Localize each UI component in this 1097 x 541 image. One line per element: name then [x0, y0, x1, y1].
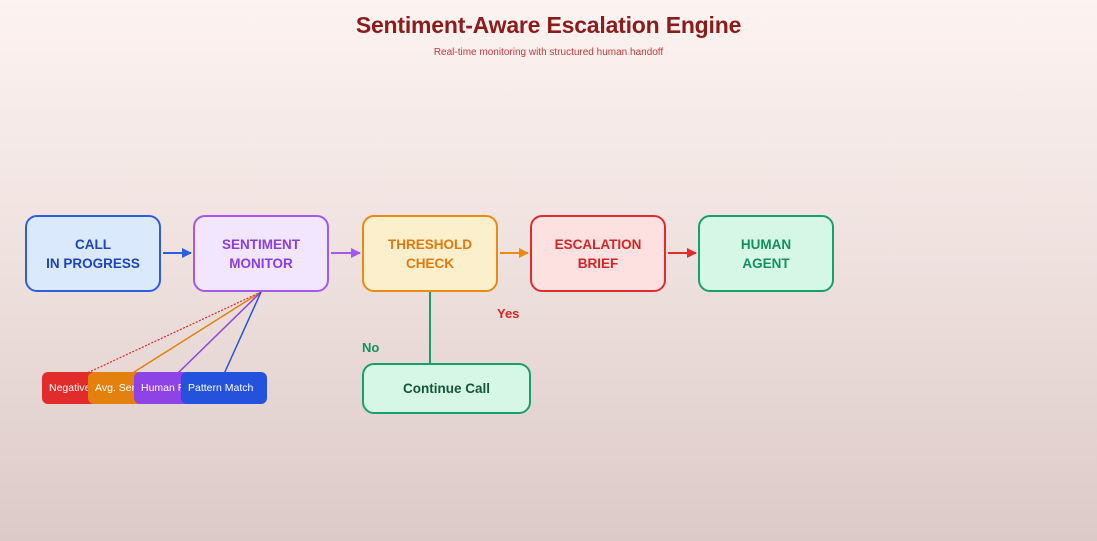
node-escalation-line2: BRIEF [577, 255, 619, 271]
node-threshold-check: THRESHOLD CHECK [362, 215, 498, 292]
page-subtitle: Real-time monitoring with structured hum… [433, 47, 664, 58]
signal-chip-avg-sentiment-label: Avg. Sen [95, 382, 138, 394]
link-monitor-to-avg-sentiment [130, 291, 262, 375]
node-call-line1: CALL [75, 236, 111, 252]
node-monitor-line2: MONITOR [229, 255, 293, 271]
node-continue-label: Continue Call [403, 381, 490, 396]
node-monitor-line1: SENTIMENT [221, 236, 300, 252]
node-call-in-progress: CALL IN PROGRESS [25, 215, 161, 292]
link-monitor-to-pattern-match [223, 291, 262, 375]
link-monitor-to-negative [84, 291, 262, 375]
node-human-line1: HUMAN [740, 236, 792, 252]
page-title: Sentiment-Aware Escalation Engine [355, 12, 742, 38]
signal-chip-pattern-match-label: Pattern Match [188, 382, 254, 394]
node-escalation-line1: ESCALATION [554, 236, 642, 252]
node-human-line2: AGENT [742, 255, 790, 271]
node-sentiment-monitor: SENTIMENT MONITOR [193, 215, 329, 292]
node-human-agent: HUMAN AGENT [698, 215, 834, 292]
signal-chip-human-request-label: Human R [141, 382, 186, 394]
signal-chip-negative-label: Negative [49, 382, 91, 394]
node-call-line2: IN PROGRESS [46, 255, 140, 271]
node-threshold-line2: CHECK [405, 255, 454, 271]
link-monitor-to-human-request [176, 291, 262, 375]
node-continue-call: Continue Call [362, 363, 531, 414]
node-threshold-line1: THRESHOLD [388, 236, 472, 252]
signal-chip-pattern-match: Pattern Match [181, 372, 267, 404]
edge-label-no: No [362, 340, 380, 355]
node-escalation-brief: ESCALATION BRIEF [530, 215, 666, 292]
edge-label-yes: Yes [497, 306, 520, 321]
